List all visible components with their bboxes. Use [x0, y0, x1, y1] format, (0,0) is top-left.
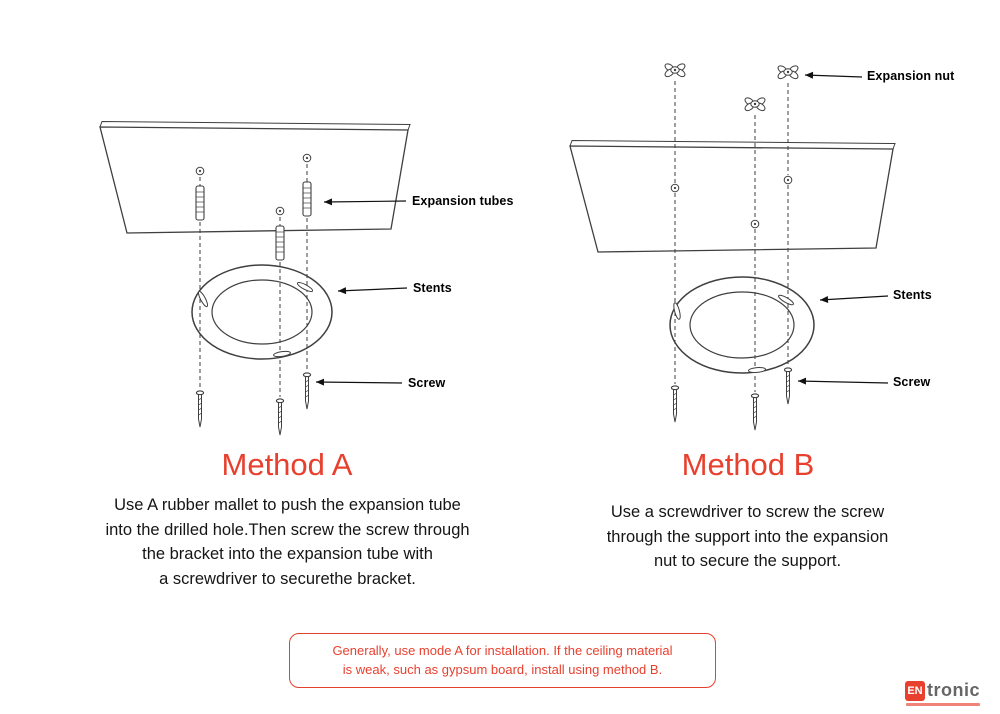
brand-tagline-bar	[906, 703, 980, 706]
note-line: Generally, use mode A for installation. …	[332, 643, 673, 658]
stents-b-arrow	[819, 295, 889, 304]
ceiling-panel-b	[569, 145, 894, 253]
description-line: nut to secure the support.	[653, 552, 842, 570]
stents-ring-b	[669, 276, 815, 374]
description-line: Use a screwdriver to screw the screw	[610, 503, 885, 521]
description-line: a screwdriver to securethe bracket.	[159, 569, 416, 588]
method-a-diagram	[99, 120, 411, 436]
expansion-nut-icon	[776, 63, 800, 81]
drill-hole-icon	[302, 153, 312, 163]
drill-hole-icon	[750, 219, 760, 229]
drill-hole-icon	[783, 175, 793, 185]
brand-mark: EN	[904, 680, 925, 701]
method-b-title: Method B	[681, 447, 815, 482]
ceiling-panel-a	[99, 126, 409, 234]
description-line: the bracket into the expansion tube with	[142, 545, 433, 563]
description-line: into the drilled hole.Then screw the scr…	[105, 520, 470, 539]
screw-icon	[783, 367, 793, 405]
expansion-tube-icon	[302, 181, 312, 217]
method-b-description: Use a screwdriver to screw the screw thr…	[550, 500, 945, 574]
screw-a-arrow	[315, 378, 403, 386]
screw-icon	[302, 372, 312, 410]
expansion-tube-icon	[275, 225, 285, 261]
screw-label-b: Screw	[893, 375, 931, 389]
stents-label-b: Stents	[893, 288, 932, 302]
method-b-diagram	[569, 61, 896, 431]
screw-icon	[750, 393, 760, 431]
screw-b-arrow	[797, 377, 889, 385]
stents-label-a: Stents	[413, 281, 452, 295]
method-a-description: Use A rubber mallet to push the expansio…	[40, 493, 535, 591]
method-a-title: Method A	[221, 447, 353, 482]
installation-note: Generally, use mode A for installation. …	[289, 633, 716, 688]
description-line: through the support into the expansion	[606, 527, 889, 546]
drill-hole-icon	[195, 166, 205, 176]
screw-icon	[275, 398, 285, 436]
expansion-tubes-arrow	[323, 198, 407, 206]
stents-a-arrow	[337, 287, 408, 295]
expansion-nut-arrow	[804, 71, 863, 79]
expansion-tubes-label: Expansion tubes	[412, 194, 514, 208]
screw-label-a: Screw	[408, 376, 446, 390]
screw-icon	[195, 390, 205, 428]
drill-hole-icon	[275, 206, 285, 216]
note-line: is weak, such as gypsum board, install u…	[342, 661, 663, 677]
expansion-nut-icon	[663, 61, 687, 79]
brand-logo: EN tronic	[904, 680, 980, 706]
expansion-tube-icon	[195, 185, 205, 221]
stents-ring-a	[191, 264, 333, 360]
brand-name: tronic	[926, 680, 980, 700]
screw-icon	[670, 385, 680, 423]
expansion-nut-label: Expansion nut	[867, 69, 955, 83]
drill-hole-icon	[670, 183, 680, 193]
expansion-nut-icon	[743, 95, 767, 113]
description-line: Use A rubber mallet to push the expansio…	[114, 496, 461, 514]
